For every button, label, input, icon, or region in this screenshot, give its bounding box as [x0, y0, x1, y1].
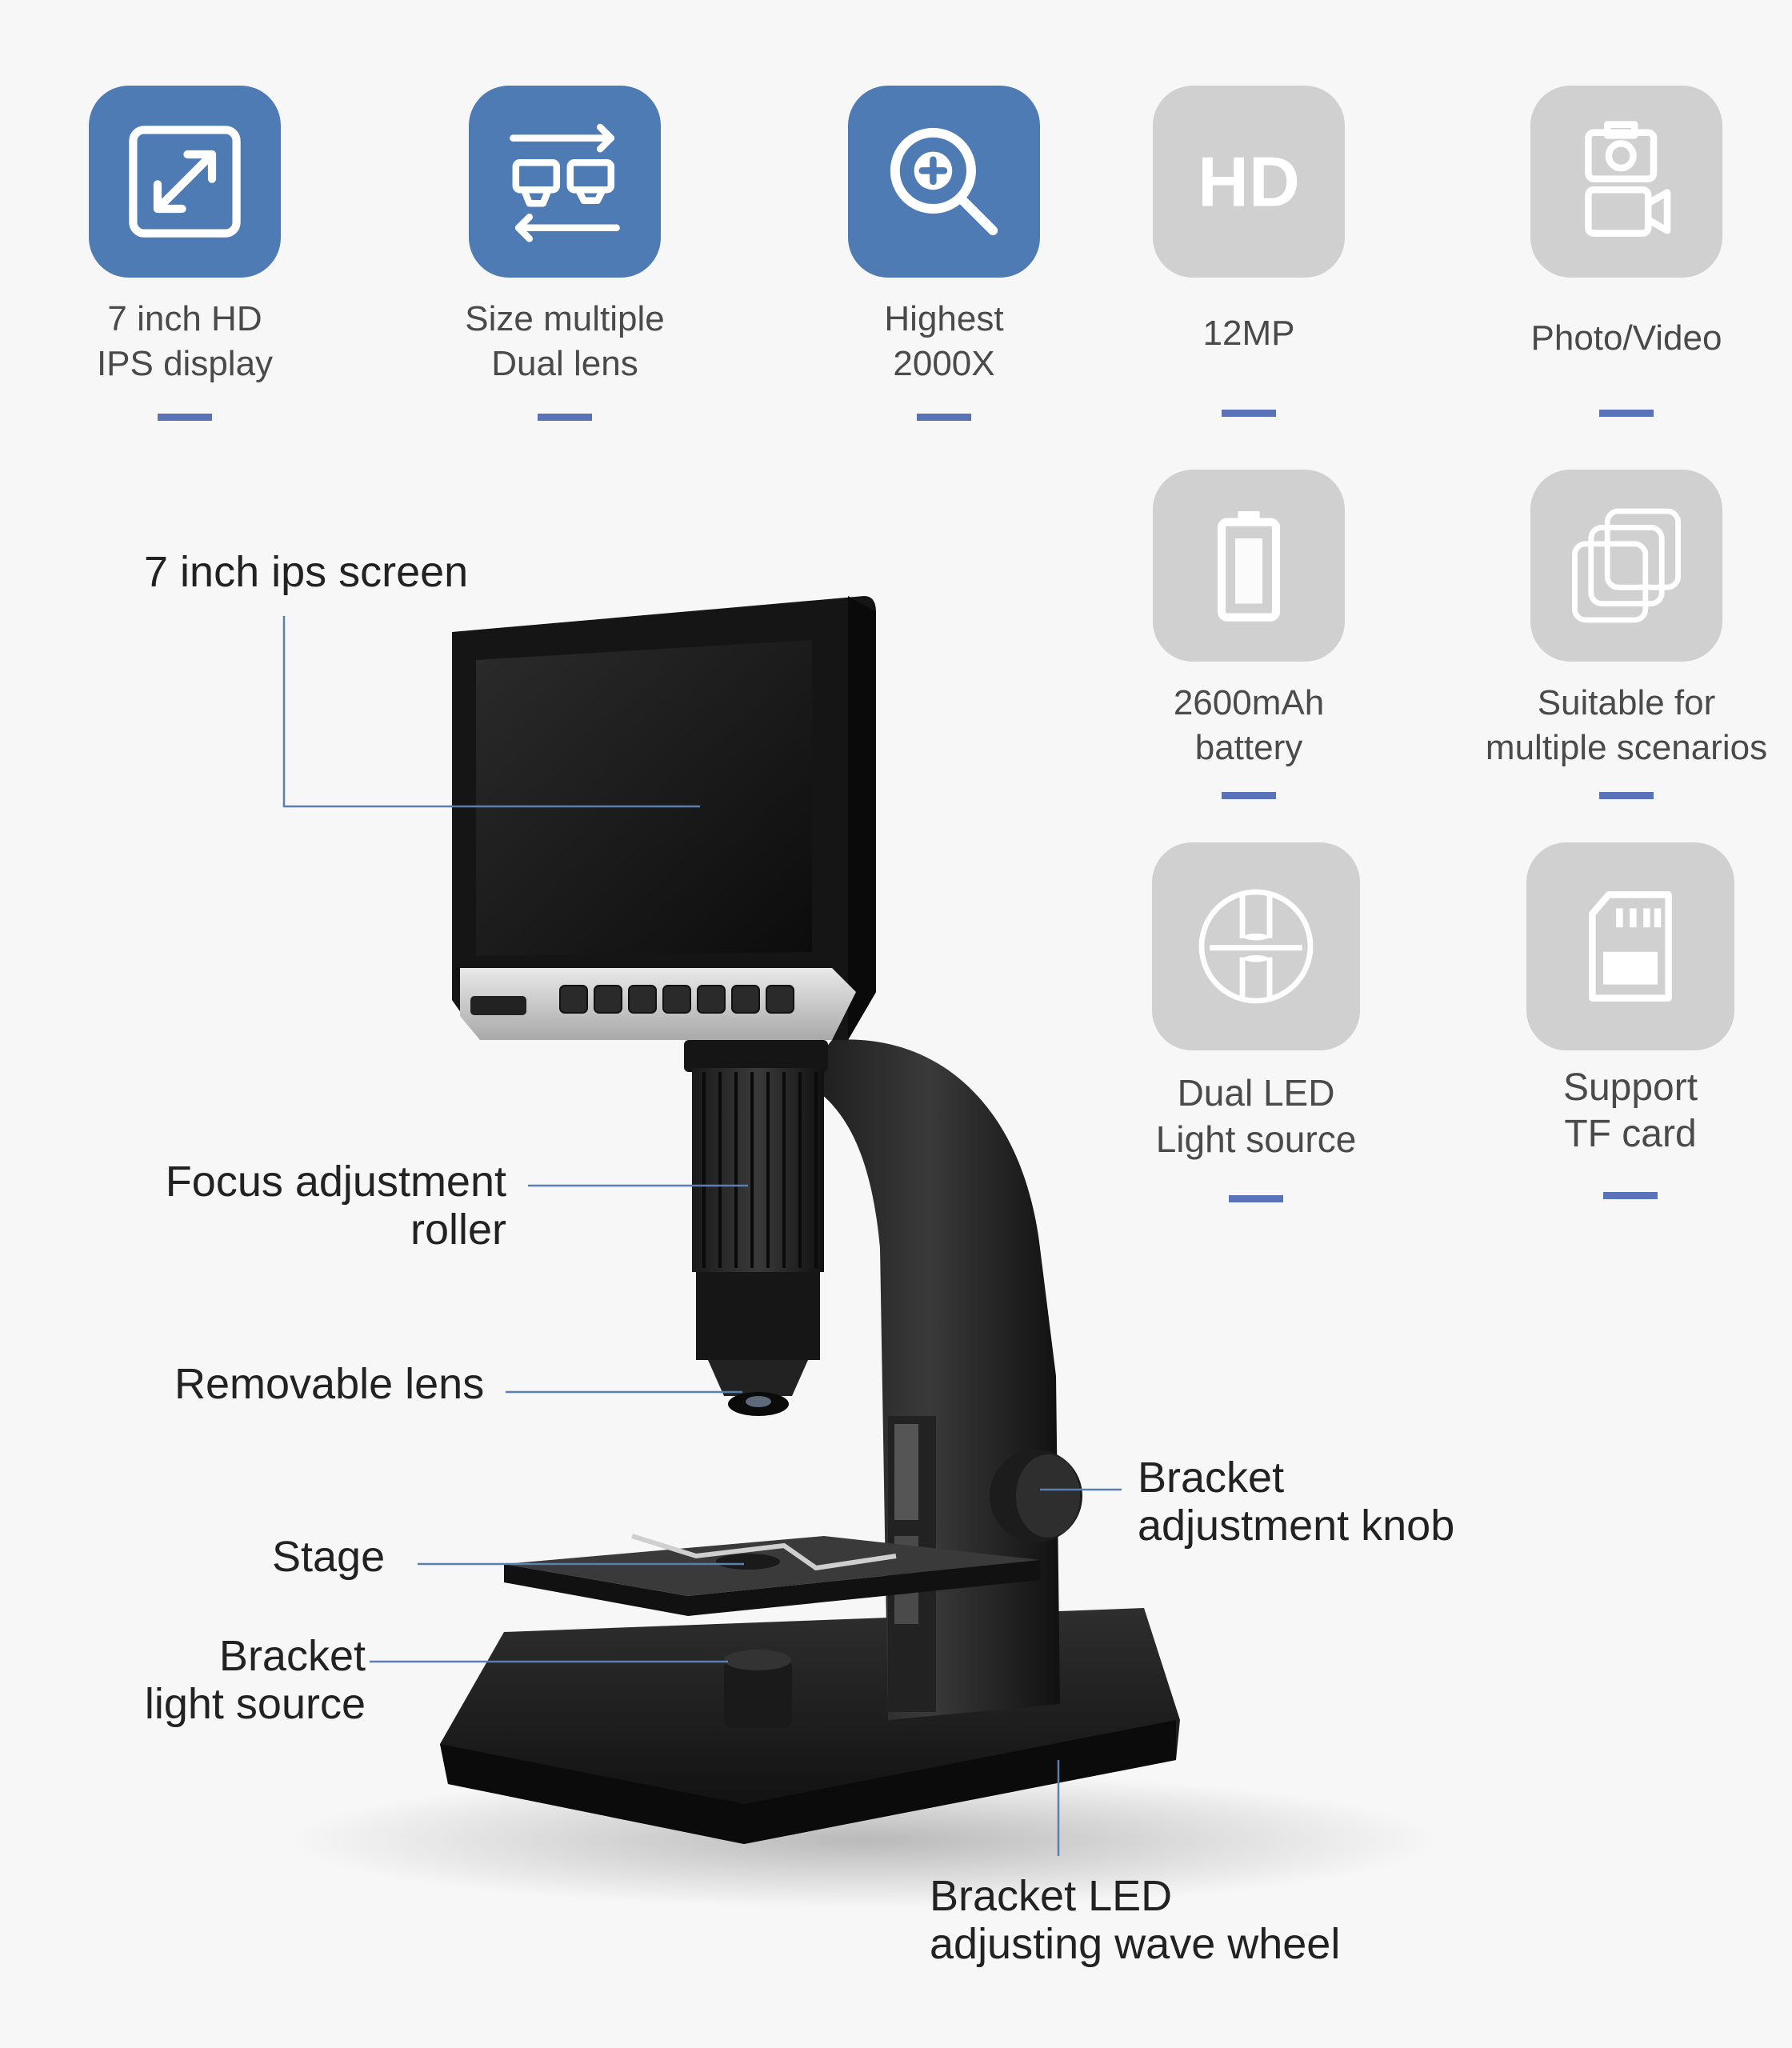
feature-led-dash: [1229, 1195, 1283, 1202]
feature-scenarios: Suitable for multiple scenarios: [1434, 470, 1792, 770]
dual-led-icon: [1198, 889, 1314, 1004]
hd-icon: HD: [1198, 142, 1300, 222]
feature-lens-tile: [469, 86, 661, 278]
feature-led: Dual LED Light source: [1064, 842, 1448, 1162]
callout-focus: Focus adjustment roller: [166, 1158, 506, 1254]
feature-photo-video-line-1: Photo/Video: [1530, 318, 1722, 358]
callout-screen-line-1: 7 inch ips screen: [144, 548, 469, 596]
callout-bracket-light-line-1: Bracket: [218, 1632, 366, 1680]
feature-zoom-label: Highest 2000X: [752, 297, 1136, 386]
svg-text:HD: HD: [1198, 142, 1300, 222]
feature-battery-tile: [1153, 470, 1345, 662]
callout-led-wheel-line-1: Bracket LED: [930, 1872, 1173, 1920]
callout-bracket-knob: Bracket adjustment knob: [1138, 1454, 1454, 1550]
magnify-plus-icon: [890, 127, 998, 236]
callout-line-screen: [282, 616, 700, 808]
feature-resolution-label: 12MP: [1057, 311, 1441, 356]
callout-bracket-knob-line-1: Bracket: [1138, 1454, 1285, 1502]
callout-lens-line-1: Removable lens: [174, 1360, 485, 1408]
feature-scenarios-dash: [1599, 792, 1654, 799]
callout-led-wheel: Bracket LED adjusting wave wheel: [930, 1872, 1340, 1968]
feature-lens-line-1: Size multiple: [465, 299, 665, 338]
callout-lens: Removable lens: [174, 1360, 484, 1408]
feature-display-line-1: 7 inch HD: [107, 299, 262, 338]
sd-card-icon: [1589, 891, 1672, 1002]
feature-zoom-line-2: 2000X: [893, 344, 995, 383]
feature-photo-video: Photo/Video: [1434, 86, 1792, 361]
feature-zoom-tile: [848, 86, 1040, 278]
feature-led-label: Dual LED Light source: [1064, 1070, 1448, 1162]
callout-bracket-knob-line-2: adjustment knob: [1138, 1502, 1455, 1550]
feature-tf-card-line-2: TF card: [1564, 1113, 1697, 1155]
callout-screen: 7 inch ips screen: [144, 548, 468, 596]
stacked-layers-icon: [1572, 508, 1681, 623]
bracket-light: [724, 1660, 792, 1728]
feature-battery-line-1: 2600mAh: [1173, 683, 1325, 722]
feature-led-line-1: Dual LED: [1177, 1072, 1335, 1114]
dual-lens-icon: [510, 123, 620, 242]
feature-lens: Size multiple Dual lens: [373, 86, 757, 386]
feature-scenarios-line-1: Suitable for: [1537, 683, 1716, 722]
feature-photo-video-label: Photo/Video: [1434, 316, 1792, 361]
feature-battery: 2600mAh battery: [1057, 470, 1441, 770]
callout-led-wheel-line-2: adjusting wave wheel: [930, 1920, 1341, 1968]
feature-display-dash: [158, 414, 212, 421]
feature-display: 7 inch HD IPS display: [0, 86, 377, 386]
feature-battery-dash: [1222, 792, 1276, 799]
feature-tf-card-label: Support TF card: [1438, 1065, 1792, 1158]
camera-video-icon: [1585, 121, 1671, 237]
callout-bracket-light-line-2: light source: [144, 1680, 366, 1728]
feature-lens-dash: [538, 414, 592, 421]
feature-scenarios-label: Suitable for multiple scenarios: [1434, 681, 1792, 770]
feature-lens-line-2: Dual lens: [491, 344, 638, 383]
callout-focus-line-2: roller: [410, 1206, 506, 1254]
feature-tf-card-line-1: Support: [1562, 1066, 1698, 1109]
battery-icon: [1217, 511, 1281, 622]
screen-display: [476, 640, 812, 956]
callout-bracket-light: Bracket light source: [145, 1632, 366, 1728]
removable-lens: [708, 1360, 808, 1396]
feature-resolution-tile: HD: [1153, 86, 1345, 278]
feature-photo-video-tile: [1530, 86, 1722, 278]
focus-roller: [692, 1068, 824, 1272]
feature-zoom-dash: [917, 414, 971, 421]
pillar: [800, 1039, 1060, 1720]
feature-battery-line-2: battery: [1194, 728, 1303, 767]
feature-tf-card: Support TF card: [1438, 842, 1792, 1158]
callout-stage: Stage: [272, 1533, 385, 1581]
callout-stage-line-1: Stage: [272, 1533, 386, 1581]
feature-zoom: Highest 2000X: [752, 86, 1136, 386]
feature-resolution-dash: [1222, 410, 1276, 417]
expand-arrows-icon: [129, 126, 241, 238]
feature-display-tile: [89, 86, 281, 278]
feature-display-label: 7 inch HD IPS display: [0, 297, 377, 386]
feature-scenarios-line-2: multiple scenarios: [1485, 728, 1768, 767]
feature-led-line-2: Light source: [1155, 1118, 1357, 1160]
feature-lens-label: Size multiple Dual lens: [373, 297, 757, 386]
feature-battery-label: 2600mAh battery: [1057, 681, 1441, 770]
feature-tf-card-dash: [1603, 1192, 1658, 1199]
feature-photo-video-dash: [1599, 410, 1654, 417]
feature-scenarios-tile: [1530, 470, 1722, 662]
feature-led-tile: [1152, 842, 1360, 1050]
feature-resolution-line-1: 12MP: [1202, 314, 1295, 353]
feature-tf-card-tile: [1526, 842, 1734, 1050]
feature-zoom-line-1: Highest: [884, 299, 1004, 338]
feature-display-line-2: IPS display: [96, 344, 274, 383]
feature-resolution: HD 12MP: [1057, 86, 1441, 356]
callout-focus-line-1: Focus adjustment: [165, 1158, 506, 1206]
